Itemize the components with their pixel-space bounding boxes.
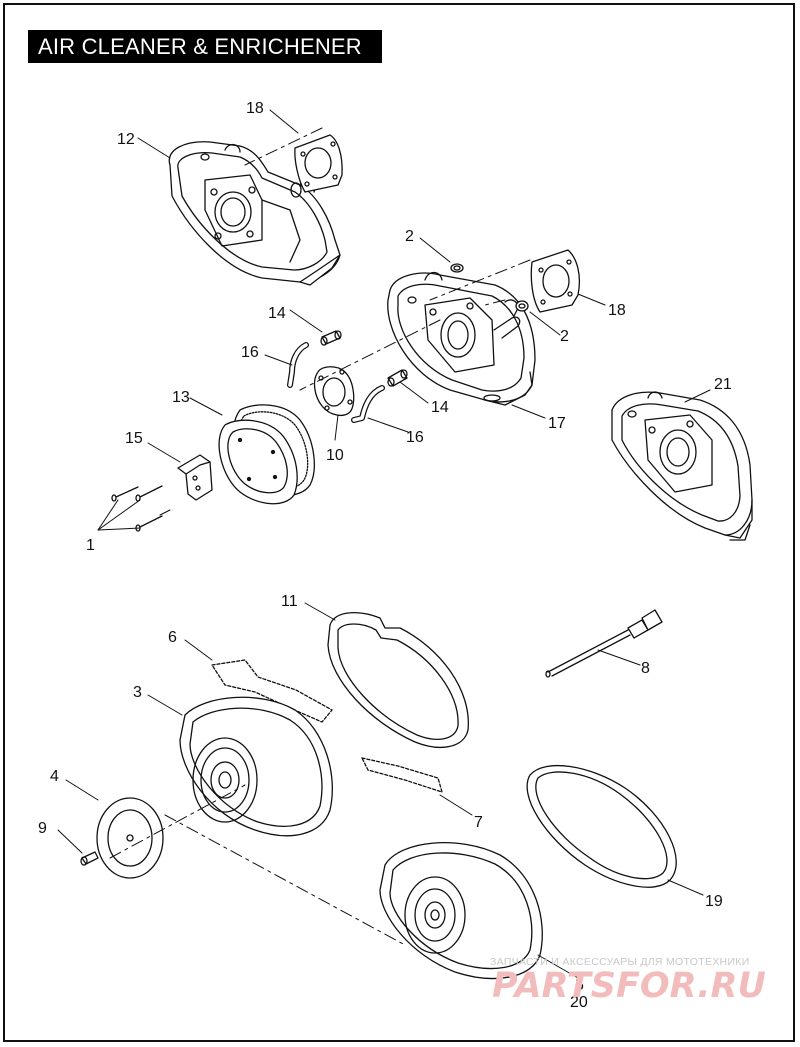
part-3-cover <box>179 696 333 837</box>
leader-lines <box>57 109 711 979</box>
callout-numbers: 18 12 2 18 2 14 16 21 13 14 15 10 16 17 … <box>38 100 732 1011</box>
part-12-backplate <box>168 141 341 286</box>
part-5-20-cover <box>379 842 543 980</box>
callout-1: 1 <box>86 537 95 554</box>
callout-7: 7 <box>474 814 483 831</box>
part-9-screw <box>80 851 99 866</box>
callout-3: 3 <box>133 684 142 701</box>
watermark-subtitle: ЗАПЧАСТИ И АКСЕССУАРЫ ДЛЯ МОТОТЕХНИКИ <box>490 956 750 968</box>
part-7-insert <box>361 757 443 793</box>
callout-10: 10 <box>326 447 344 464</box>
callout-13: 13 <box>172 389 190 406</box>
part-2-oring-top <box>450 263 464 273</box>
callout-9: 9 <box>38 820 47 837</box>
callout-14-left: 14 <box>268 305 286 322</box>
callout-19: 19 <box>705 893 723 910</box>
callout-17: 17 <box>548 415 566 432</box>
callout-16-right: 16 <box>406 429 424 446</box>
callout-21: 21 <box>714 376 732 393</box>
part-2-oring-right <box>515 300 529 312</box>
part-8-enrichener <box>545 609 663 678</box>
callout-4: 4 <box>50 768 59 785</box>
part-15-bracket <box>177 454 213 501</box>
part-19-seal-ring <box>526 764 677 888</box>
callout-2-right: 2 <box>560 328 569 345</box>
callout-8: 8 <box>641 660 650 677</box>
part-6-insert <box>211 659 333 723</box>
callout-14-right: 14 <box>431 399 449 416</box>
part-1-screws <box>111 485 163 532</box>
part-18-gasket-top <box>294 134 343 193</box>
part-11-seal-ring <box>327 612 469 748</box>
callout-18-right: 18 <box>608 302 626 319</box>
watermark-logo: PARTSFOR.RU <box>492 966 766 1006</box>
part-10-gasket <box>313 366 355 417</box>
assembly-lines <box>109 127 531 946</box>
callout-11: 11 <box>281 593 298 610</box>
part-13-filter-element <box>218 404 315 505</box>
callout-5: 5 <box>575 977 584 994</box>
part-17-backplate <box>387 271 536 406</box>
part-4-medallion <box>96 797 164 879</box>
part-14-fitting-left <box>320 330 342 346</box>
part-21-backplate <box>611 391 753 541</box>
callout-6: 6 <box>168 629 177 646</box>
callout-18-top: 18 <box>246 100 264 117</box>
callout-20: 20 <box>570 994 588 1011</box>
part-18-gasket-right <box>530 249 581 313</box>
callout-12: 12 <box>117 131 135 148</box>
callout-16-left: 16 <box>241 344 259 361</box>
callout-15: 15 <box>125 430 143 447</box>
diagram-title: AIR CLEANER & ENRICHENER <box>28 30 382 63</box>
part-14-fitting-right <box>387 369 408 387</box>
callout-2-top: 2 <box>405 228 414 245</box>
